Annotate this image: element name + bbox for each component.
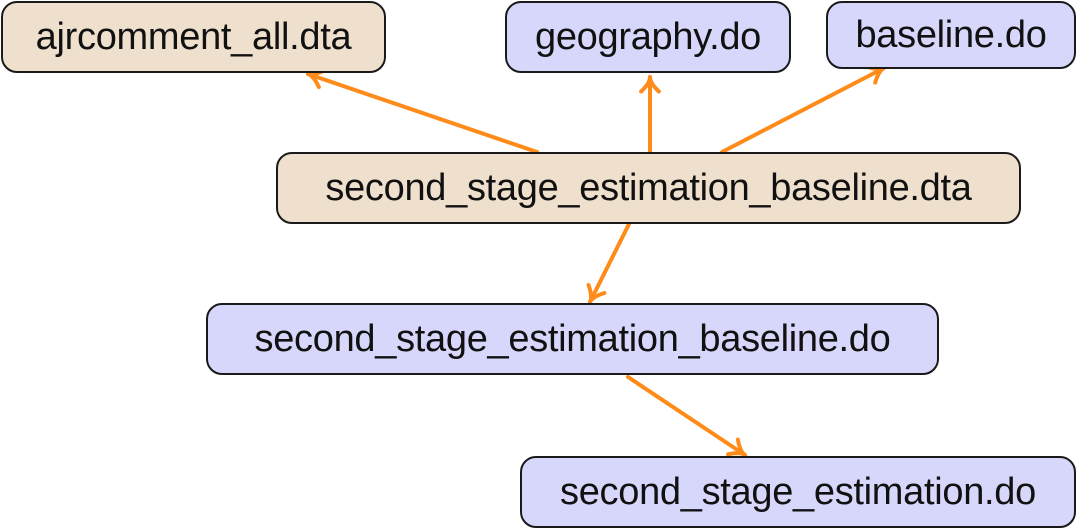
edge-line: [626, 375, 747, 457]
node-label: second_stage_estimation.do: [560, 470, 1036, 513]
edge-line: [306, 72, 539, 154]
arrowhead: [586, 283, 607, 304]
node-second-stage-estimation-baseline-dta[interactable]: second_stage_estimation_baseline.dta: [276, 152, 1021, 224]
edges-layer: [306, 64, 886, 457]
node-label: second_stage_estimation_baseline.dta: [325, 166, 972, 209]
arrowhead: [639, 75, 661, 94]
node-baseline-do[interactable]: baseline.do: [826, 1, 1076, 69]
node-second-stage-estimation-baseline-do[interactable]: second_stage_estimation_baseline.do: [206, 303, 939, 375]
node-label: ajrcomment_all.dta: [35, 15, 352, 58]
node-label: second_stage_estimation_baseline.do: [254, 317, 891, 360]
edge-ssedta-to-geo: [639, 75, 661, 154]
node-label: baseline.do: [855, 13, 1047, 56]
node-second-stage-estimation-do[interactable]: second_stage_estimation.do: [520, 456, 1076, 528]
arrowhead: [726, 437, 747, 457]
edge-ssedo-to-sse: [626, 375, 747, 457]
node-ajrcomment-all-dta[interactable]: ajrcomment_all.dta: [1, 1, 386, 73]
edge-ssedta-to-ajr: [306, 68, 539, 154]
edge-ssedta-to-base: [720, 64, 886, 154]
edge-line: [720, 66, 886, 154]
edge-line: [588, 222, 631, 304]
node-label: geography.do: [535, 15, 761, 58]
node-geography-do[interactable]: geography.do: [505, 1, 791, 73]
edge-ssedta-to-ssedo: [586, 222, 631, 304]
